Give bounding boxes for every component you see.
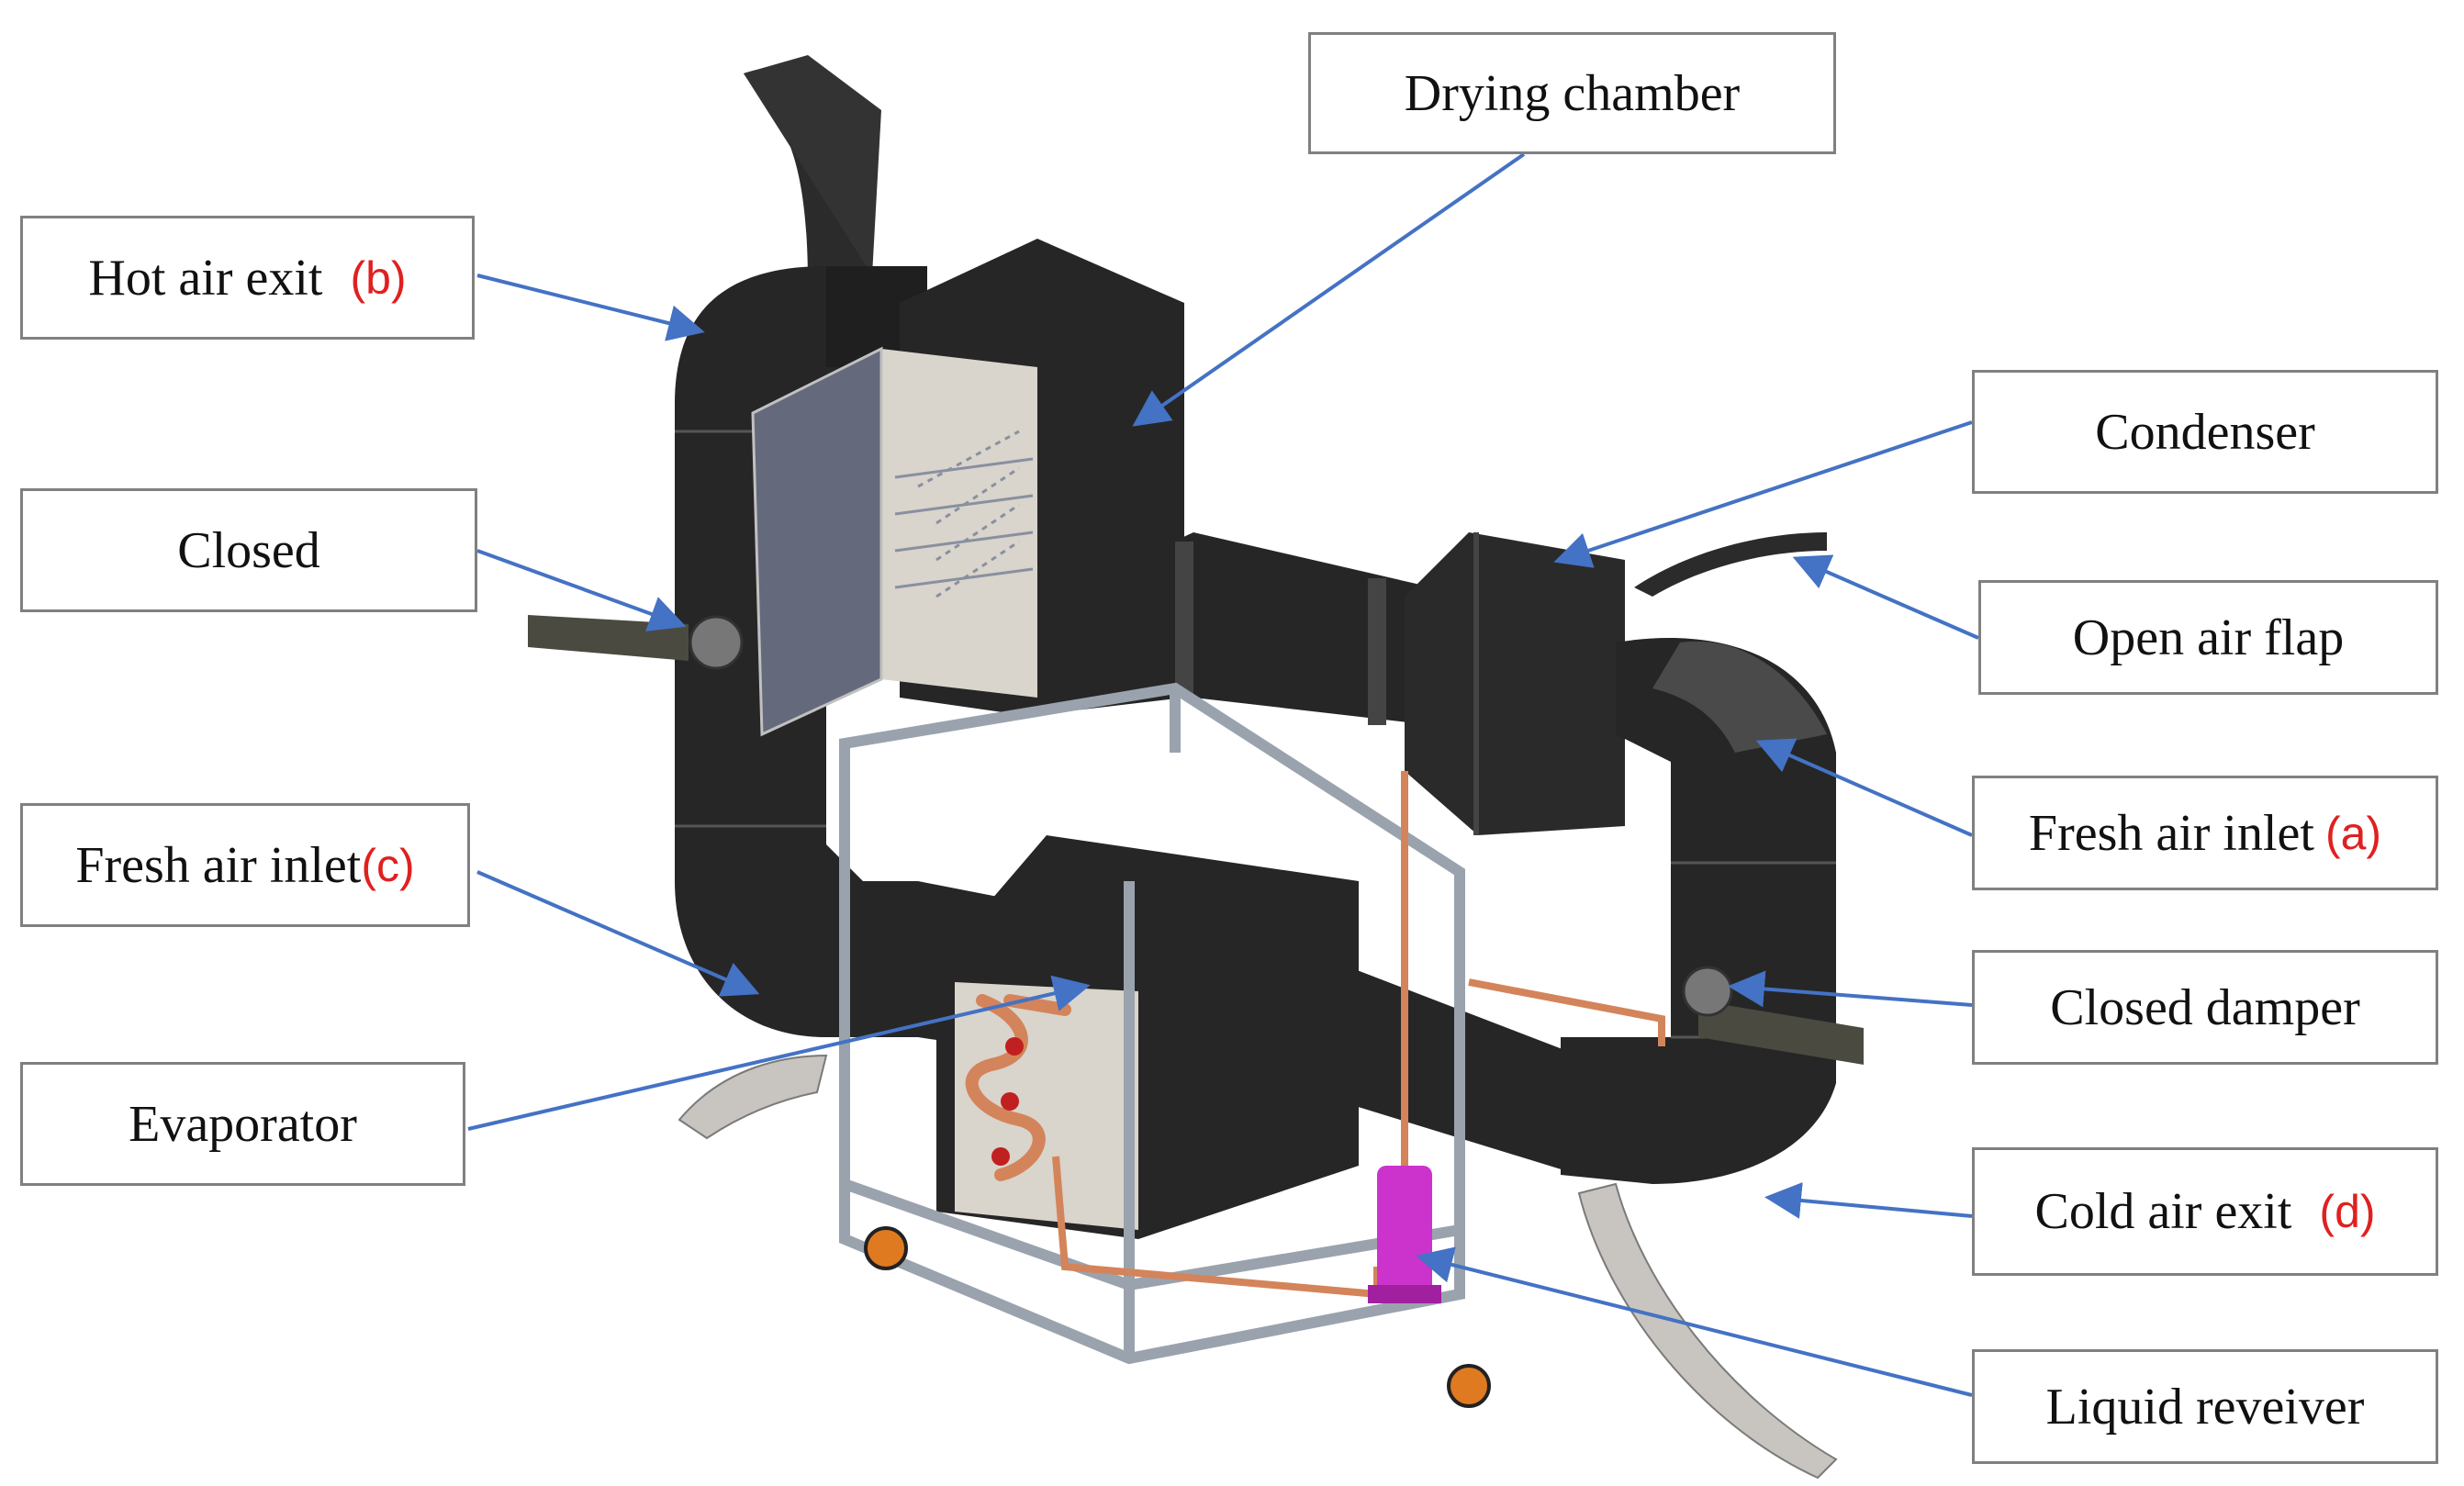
condenser-box [1405, 532, 1625, 835]
fresh-air-inlet-right-label: Fresh air inlet (a) [1972, 776, 2438, 890]
closed-label: Closed [20, 488, 477, 612]
closed-damper-text: Closed damper [2050, 978, 2360, 1036]
evaporator-text: Evaporator [129, 1095, 357, 1153]
fresh-air-inlet-right-text: Fresh air inlet [2028, 804, 2314, 862]
hot-air-exit-label: Hot air exit (b) [20, 216, 475, 340]
cold-air-exit-text: Cold air exit [2034, 1183, 2292, 1240]
hot-air-exit-tag: (b) [350, 251, 407, 304]
right-damper-handle [1682, 966, 1864, 1065]
fresh-air-inlet-left-tag: (c) [361, 839, 415, 891]
leader-arrows [467, 152, 1979, 1397]
evaporator-label: Evaporator [20, 1062, 465, 1186]
drying-chamber-interior [881, 349, 1037, 698]
drying-trays [894, 430, 1034, 598]
liquid-receiver-label: Liquid reveiver [1972, 1349, 2438, 1464]
open-air-flap-text: Open air flap [2072, 609, 2345, 666]
cold-air-exit-label: Cold air exit (d) [1972, 1147, 2438, 1276]
fresh-air-inlet-right-tag: (a) [2324, 807, 2382, 859]
condenser-label: Condenser [1972, 370, 2438, 494]
upper-horizontal-duct [1074, 532, 1432, 725]
drying-chamber-label: Drying chamber [1308, 32, 1836, 154]
cold-air-exit-tag: (d) [2319, 1186, 2376, 1237]
fresh-air-inlet-left-label: Fresh air inlet (c) [20, 803, 470, 927]
right-lower-flap [1577, 1182, 1838, 1480]
left-damper-handle [528, 615, 744, 670]
closed-text: Closed [177, 521, 320, 579]
liquid-receiver-text: Liquid reveiver [2045, 1378, 2365, 1436]
fresh-air-inlet-left-text: Fresh air inlet [75, 836, 362, 894]
metal-frame [839, 682, 1465, 1365]
condenser-text: Condenser [2095, 403, 2315, 461]
chamber-door [751, 346, 883, 737]
liquid-receiver [1368, 1166, 1441, 1303]
drying-chamber-text: Drying chamber [1404, 64, 1741, 122]
cart-wheels [864, 1226, 1491, 1408]
open-air-flap-label: Open air flap [1978, 580, 2438, 695]
open-air-flap [1634, 532, 1827, 597]
closed-damper-label: Closed damper [1972, 950, 2438, 1065]
left-lower-flap [678, 1054, 828, 1140]
hot-air-exit-text: Hot air exit [88, 249, 323, 307]
